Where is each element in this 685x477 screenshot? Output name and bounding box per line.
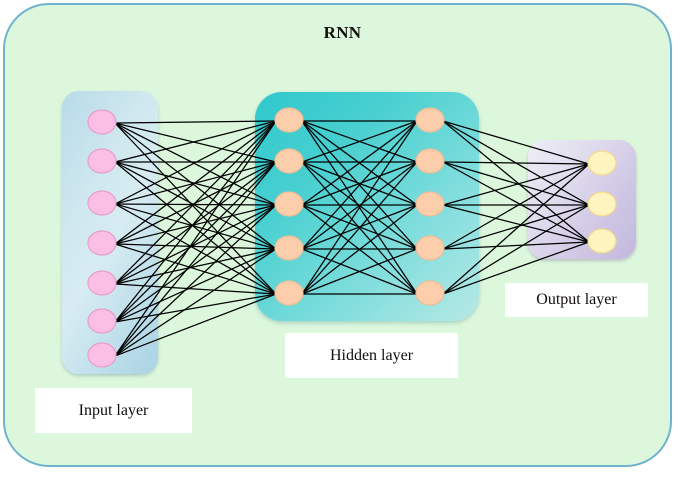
input-layer-label: Input layer: [35, 388, 192, 433]
hidden-layer-label: Hidden layer: [285, 333, 458, 378]
input-layer-box: [62, 91, 158, 374]
output-layer-label: Output layer: [505, 283, 648, 317]
hidden-layer-box: [255, 92, 479, 321]
output-layer-box: [528, 140, 636, 259]
page-title: RNN: [323, 23, 362, 42]
